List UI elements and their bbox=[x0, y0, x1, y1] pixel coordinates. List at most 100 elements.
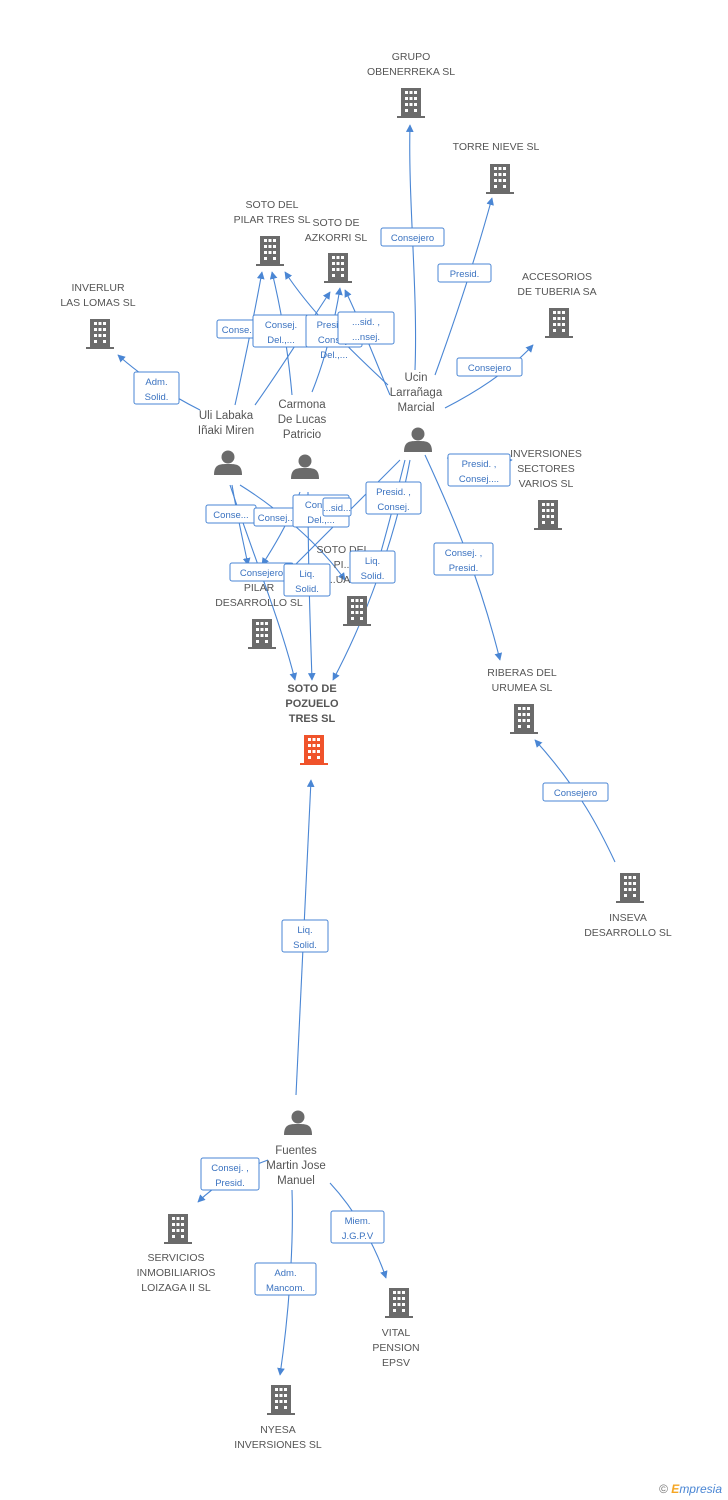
edge-label-text: Consej. , bbox=[445, 548, 483, 559]
edge-label-e9[interactable]: Presid. ,Consej.... bbox=[447, 453, 511, 487]
company-label-line: DESARROLLO SL bbox=[215, 597, 303, 609]
edge-label-text: Consejero bbox=[554, 788, 597, 799]
edge-label-text: Presid. , bbox=[376, 487, 411, 498]
building-icon bbox=[510, 704, 538, 734]
edge-label-e8[interactable]: ...sid. ,...nsej. bbox=[337, 311, 395, 345]
edge-label-e10[interactable]: Conse... bbox=[205, 504, 257, 524]
edge-label-e18[interactable]: Consej. , Presid. bbox=[433, 542, 494, 576]
edge-label-e16[interactable]: Liq.Solid. bbox=[283, 563, 331, 597]
person-label-line: Marcial bbox=[397, 402, 434, 414]
person-label-line: Fuentes bbox=[275, 1145, 317, 1157]
building-icon bbox=[86, 319, 114, 349]
edge-uli-sotoazk bbox=[254, 291, 331, 406]
edge-label-text: Adm. bbox=[274, 1268, 296, 1279]
company-label-line: TORRE NIEVE SL bbox=[453, 141, 540, 153]
edge-label-box bbox=[281, 919, 329, 953]
building-icon bbox=[256, 236, 284, 266]
company-label-line: VITAL bbox=[382, 1327, 411, 1339]
company-label-line: INVERSIONES SL bbox=[234, 1439, 322, 1451]
edge-label-e2[interactable]: Presid. bbox=[437, 263, 492, 283]
company-label-line: DESARROLLO SL bbox=[584, 927, 672, 939]
company-label-line: SERVICIOS bbox=[148, 1252, 205, 1264]
person-icon bbox=[404, 427, 432, 452]
building-icon bbox=[164, 1214, 192, 1244]
company-label-line: PILAR TRES SL bbox=[234, 214, 311, 226]
edge-label-text: Consej... bbox=[258, 513, 296, 524]
edge-label-text: J.G.P.V bbox=[342, 1231, 374, 1242]
edge-label-text: Liq. bbox=[299, 569, 314, 580]
company-label-line: AZKORRI SL bbox=[305, 232, 368, 244]
edge-label-box bbox=[322, 497, 352, 517]
edge-label-e1[interactable]: Consejero bbox=[380, 227, 445, 247]
building-icon bbox=[545, 308, 573, 338]
edge-label-e14[interactable]: ...sid... bbox=[322, 497, 352, 517]
company-label-line: PILAR bbox=[244, 582, 275, 594]
edge-label-e20[interactable]: Liq.Solid. bbox=[281, 919, 329, 953]
edge-label-e21[interactable]: Consej. ,Presid. bbox=[200, 1157, 260, 1191]
edge-label-text: ...nsej. bbox=[352, 332, 380, 343]
company-label-line: INVERSIONES bbox=[510, 448, 582, 460]
person-label-line: De Lucas bbox=[278, 414, 327, 426]
edge-label-e6[interactable]: Consej.Del.,... bbox=[252, 314, 310, 348]
edge-label-box bbox=[433, 542, 494, 576]
edge-label-text: Solid. bbox=[145, 392, 169, 403]
edge-label-text: Consej. , bbox=[211, 1163, 249, 1174]
footer-brand[interactable]: © Empresia bbox=[659, 1482, 722, 1496]
company-label-line: EPSV bbox=[382, 1357, 410, 1369]
company-node-sotopilar[interactable]: SOTO DEL PILAR TRES SL bbox=[234, 199, 311, 266]
person-icon bbox=[291, 454, 319, 479]
edge-label-text: Conse... bbox=[213, 510, 248, 521]
company-label-line: ACCESORIOS bbox=[522, 271, 592, 283]
building-icon bbox=[267, 1385, 295, 1415]
company-node-inseva[interactable]: INSEVA DESARROLLO SL bbox=[584, 873, 672, 939]
person-label-line: Larrañaga bbox=[390, 387, 443, 399]
edge-label-box bbox=[456, 357, 523, 377]
edge-label-box bbox=[380, 227, 445, 247]
edge-label-box bbox=[437, 263, 492, 283]
building-icon bbox=[248, 619, 276, 649]
edge-label-e3[interactable]: Consejero bbox=[456, 357, 523, 377]
building-icon bbox=[300, 735, 328, 765]
company-node-torre[interactable]: TORRE NIEVE SL bbox=[453, 141, 540, 194]
edge-label-text: Del.,... bbox=[267, 335, 294, 346]
edge-label-text: Solid. bbox=[293, 940, 317, 951]
company-label-line: SOTO DEL bbox=[246, 199, 299, 211]
edge-label-text: Presid. bbox=[450, 269, 480, 280]
edge-label-e22[interactable]: Miem.J.G.P.V bbox=[330, 1210, 385, 1244]
edge-labels: ConsejeroPresid.ConsejeroAdm.Solid.Conse… bbox=[133, 227, 609, 1296]
edge-label-box bbox=[337, 311, 395, 345]
edge-label-text: Presid. bbox=[449, 563, 479, 574]
edge-label-e13[interactable]: Presid. , Consej. bbox=[365, 481, 422, 515]
edge-label-e11[interactable]: Consej... bbox=[253, 507, 300, 527]
edge-label-e17[interactable]: Liq.Solid. bbox=[349, 550, 396, 584]
company-label-line: VARIOS SL bbox=[519, 478, 574, 490]
person-icon bbox=[284, 1110, 312, 1135]
edge-label-e5[interactable]: Conse... bbox=[216, 319, 263, 339]
edge-label-text: Consej. bbox=[377, 502, 409, 513]
edge-label-e23[interactable]: Adm.Mancom. bbox=[254, 1262, 317, 1296]
edge-label-e19[interactable]: Consejero bbox=[542, 782, 609, 802]
building-icon bbox=[324, 253, 352, 283]
company-label-line: INSEVA bbox=[609, 912, 647, 924]
company-label-line: INVERLUR bbox=[71, 282, 125, 294]
edge-label-text: Consejero bbox=[391, 233, 434, 244]
edge-label-text: Del.,... bbox=[320, 350, 347, 361]
edge-label-e4[interactable]: Adm.Solid. bbox=[133, 371, 180, 405]
edge-label-text: Solid. bbox=[361, 571, 385, 582]
company-node-pilardes[interactable]: PILAR DESARROLLO SL bbox=[215, 582, 303, 649]
